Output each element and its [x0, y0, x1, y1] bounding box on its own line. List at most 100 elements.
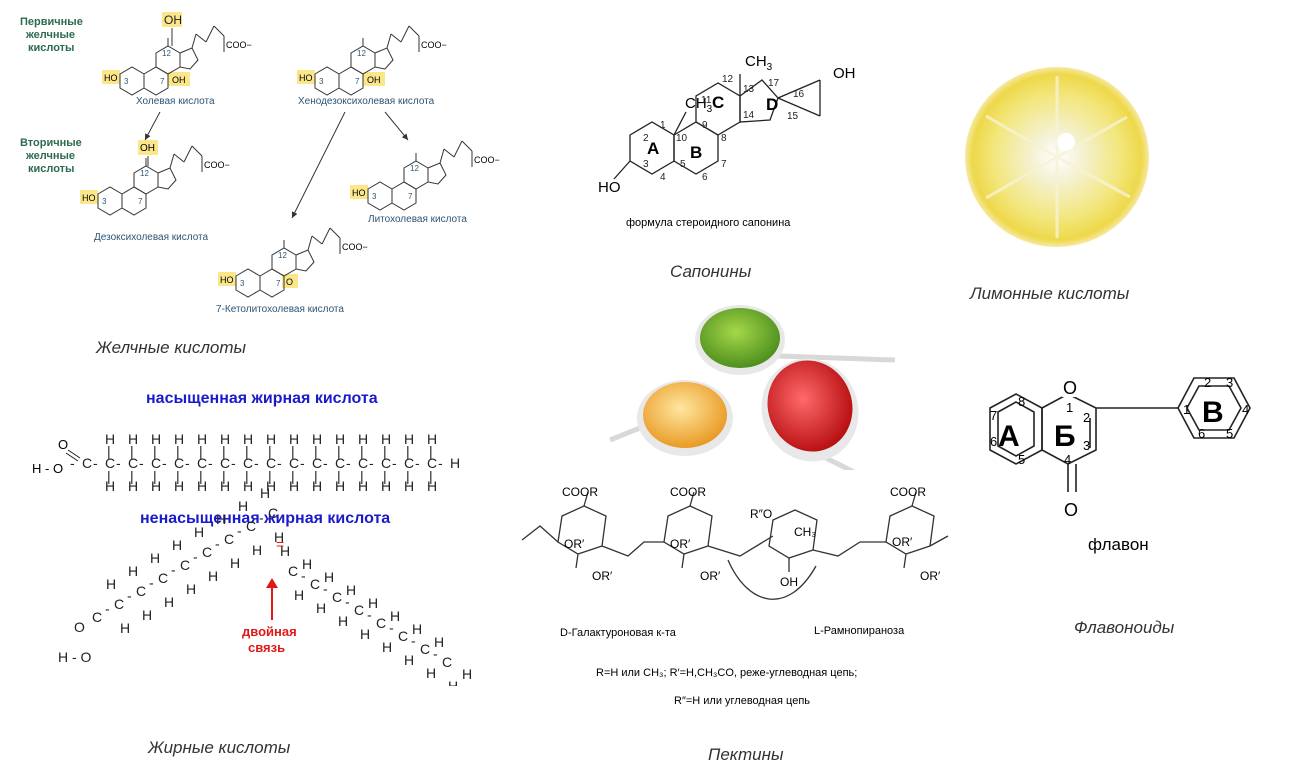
- primary-label-line2: желчные: [25, 29, 75, 41]
- unsaturated-hydrogen: H: [412, 621, 422, 637]
- saponin-ch3-left: CH3: [685, 95, 713, 115]
- saturated-bond: -: [254, 455, 259, 471]
- flavone-panel: O O А Б В 1 2 3 4 5 6 7 8 1 2 3 4 5 6 фл…: [980, 370, 1280, 570]
- saturated-bond: |: [337, 443, 341, 459]
- saturated-bond: -: [208, 455, 213, 471]
- saturated-hydrogen: H: [243, 478, 253, 494]
- arrow-cheno-to-litho: [384, 111, 409, 141]
- saturated-hydrogen: H: [335, 431, 345, 447]
- pectin-structure: COOR COOR COOR OR′ OR′ OR′ OR′ OR′ OR′ O…: [521, 485, 949, 707]
- bile-acids-panel: Первичные желчные кислоты Вторичные желч…: [0, 0, 520, 330]
- svg-text:7: 7: [138, 197, 143, 206]
- svg-text:4: 4: [1242, 402, 1249, 417]
- unsaturated-hydrogen: H: [448, 678, 458, 686]
- galacturonic-label: D-Галактуроновая к-та: [560, 627, 677, 639]
- unsaturated-bond: -: [345, 594, 350, 610]
- unsaturated-hydroxyl: H - O: [58, 649, 92, 665]
- arrow-cholic-to-deoxycholic: [144, 111, 161, 141]
- svg-text:5: 5: [1018, 452, 1025, 467]
- svg-text:12: 12: [140, 169, 149, 178]
- unsaturated-hydrogen: H: [316, 600, 326, 616]
- double-bond: =: [276, 536, 284, 552]
- unsaturated-hydrogen: H: [164, 594, 174, 610]
- svg-text:O: O: [58, 437, 68, 452]
- unsaturated-carbon: C: [310, 576, 320, 592]
- unsaturated-carbon: C: [354, 602, 364, 618]
- unsaturated-hydrogen: H: [382, 639, 392, 655]
- unsaturated-hydrogen: H: [338, 613, 348, 629]
- unsaturated-bond: -: [259, 510, 264, 526]
- svg-text:HO: HO: [299, 73, 313, 83]
- unsaturated-carbon: C: [114, 596, 124, 612]
- svg-text:3: 3: [643, 159, 649, 170]
- saturated-carbon: C: [358, 455, 368, 471]
- saturated-bond: |: [314, 443, 318, 459]
- svg-text:OR′: OR′: [670, 537, 691, 551]
- svg-text:OR′: OR′: [920, 569, 941, 583]
- svg-text:3: 3: [1083, 438, 1090, 453]
- svg-text:8: 8: [1018, 394, 1025, 409]
- svg-text:COO−: COO−: [204, 160, 230, 170]
- saturated-bond: |: [268, 468, 272, 484]
- svg-text:7: 7: [721, 159, 727, 170]
- saturated-bond: -: [369, 455, 374, 471]
- saturated-bond: |: [199, 468, 203, 484]
- svg-text:OH: OH: [172, 75, 186, 85]
- svg-text:2: 2: [1083, 410, 1090, 425]
- saturated-hydrogen: H: [128, 431, 138, 447]
- secondary-label-line2: желчные: [25, 150, 75, 162]
- unsaturated-bond: -: [301, 568, 306, 584]
- saturated-hydrogen: H: [335, 478, 345, 494]
- saturated-hydrogen: H: [243, 431, 253, 447]
- svg-text:OR′: OR′: [892, 535, 913, 549]
- svg-text:COO−: COO−: [421, 40, 447, 50]
- svg-text:7: 7: [276, 279, 281, 288]
- unsaturated-carbon: C: [376, 615, 386, 631]
- double-bond-label-line2: связь: [248, 640, 285, 655]
- fatty-acids-caption: Жирные кислоты: [148, 738, 291, 757]
- svg-text:6: 6: [702, 172, 708, 183]
- unsaturated-carbon: C: [202, 544, 212, 560]
- unsaturated-hydrogen: H: [150, 550, 160, 566]
- saturated-fatty-acid-structure: C-CHH||-CHH||-CHH||-CHH||-CHH||-CHH||-CH…: [32, 431, 460, 494]
- saturated-hydrogen: H: [151, 431, 161, 447]
- unsaturated-bond: -: [215, 536, 220, 552]
- saturated-bond: |: [199, 443, 203, 459]
- saturated-carbon: C: [381, 455, 391, 471]
- unsaturated-terminal-hydrogen: H: [462, 666, 472, 682]
- saturated-title: насыщенная жирная кислота: [146, 390, 378, 407]
- lemon-image: [962, 62, 1152, 252]
- unsaturated-bond: -: [149, 575, 154, 591]
- puree-spoons-illustration: [609, 305, 896, 478]
- svg-text:8: 8: [721, 133, 727, 144]
- saturated-bond: |: [245, 468, 249, 484]
- svg-text:COO−: COO−: [226, 40, 252, 50]
- svg-text:6: 6: [1198, 426, 1205, 441]
- saturated-hydrogen: H: [381, 431, 391, 447]
- svg-text:5: 5: [1226, 426, 1233, 441]
- svg-text:OH: OH: [164, 13, 182, 27]
- ring-a-label: A: [647, 139, 659, 158]
- svg-text:OR′: OR′: [564, 537, 585, 551]
- bile-acids-diagram: Первичные желчные кислоты Вторичные желч…: [20, 12, 500, 315]
- saturated-carbon: C: [266, 455, 276, 471]
- unsaturated-bond: -: [389, 620, 394, 636]
- unsaturated-carbon: C: [158, 570, 168, 586]
- svg-text:4: 4: [1064, 452, 1071, 467]
- unsaturated-carbon: C: [92, 609, 102, 625]
- saturated-bond: |: [130, 468, 134, 484]
- unsaturated-carbon: C: [224, 531, 234, 547]
- saturated-carbon: C: [404, 455, 414, 471]
- unsaturated-carbon: C: [288, 563, 298, 579]
- unsaturated-hydrogen: H: [434, 634, 444, 650]
- saturated-bond: |: [107, 468, 111, 484]
- unsaturated-hydrogen: H: [390, 608, 400, 624]
- saturated-bond: |: [429, 443, 433, 459]
- unsaturated-bond: -: [433, 646, 438, 662]
- saturated-carbon: C: [174, 455, 184, 471]
- unsaturated-carbon: C: [332, 589, 342, 605]
- saponin-panel: HO OH CH3 CH3 A B C D 1 2 3 4 5 6 7 8 9 …: [590, 40, 890, 240]
- saturated-hydrogen: H: [404, 478, 414, 494]
- cholic-acid-name: Холевая кислота: [136, 96, 215, 107]
- lithocholic-acid-structure: HO COO− 3 7 12: [350, 140, 500, 211]
